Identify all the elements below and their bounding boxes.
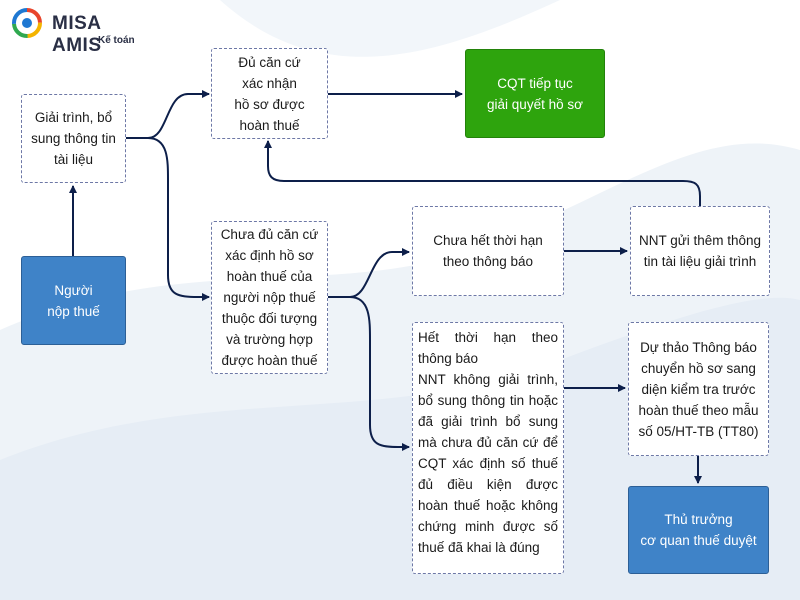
het-han-title: Hết thời hạn theo thông báo	[418, 330, 558, 366]
arrow-giaitrinh-to-ducancu	[126, 90, 210, 139]
node-nguoi-nop-thue: Người nộp thuế	[21, 256, 126, 345]
node-du-can-cu: Đủ căn cứ xác nhận hồ sơ được hoàn thuế	[211, 48, 328, 139]
node-du-thao-thong-bao: Dự thảo Thông báo chuyển hồ sơ sang diện…	[628, 322, 769, 456]
misa-logo-icon	[12, 8, 42, 38]
misa-amis-logo: MISA AMIS Kế toán	[12, 6, 152, 56]
node-chua-du-can-cu: Chưa đủ căn cứ xác định hồ sơ hoàn thuế …	[211, 221, 328, 374]
node-thu-truong-duyet: Thủ trưởng cơ quan thuế duyệt	[628, 486, 769, 574]
logo-product-text: Kế toán	[98, 35, 135, 46]
node-giai-trinh: Giải trình, bổ sung thông tin tài liệu	[21, 94, 126, 183]
het-han-detail: NNT không giải trình, bổ sung thông tin …	[418, 372, 558, 555]
arrow-giaitrinh-to-chuaducancu	[147, 137, 210, 301]
arrow-nntgui-to-ducancu	[264, 140, 701, 206]
node-nnt-gui-them: NNT gửi thêm thông tin tài liệu giải trì…	[630, 206, 770, 296]
node-cqt-tiep-tuc: CQT tiếp tục giải quyết hồ sơ	[465, 49, 605, 138]
logo-brand-text: MISA AMIS	[52, 13, 102, 56]
node-chua-het-han: Chưa hết thời hạn theo thông báo	[412, 206, 564, 296]
arrow-chuadu-to-hethan	[349, 296, 410, 451]
arrow-chuadu-to-chuahethan	[328, 248, 410, 298]
node-het-han: Hết thời hạn theo thông báo NNT không gi…	[412, 322, 564, 574]
